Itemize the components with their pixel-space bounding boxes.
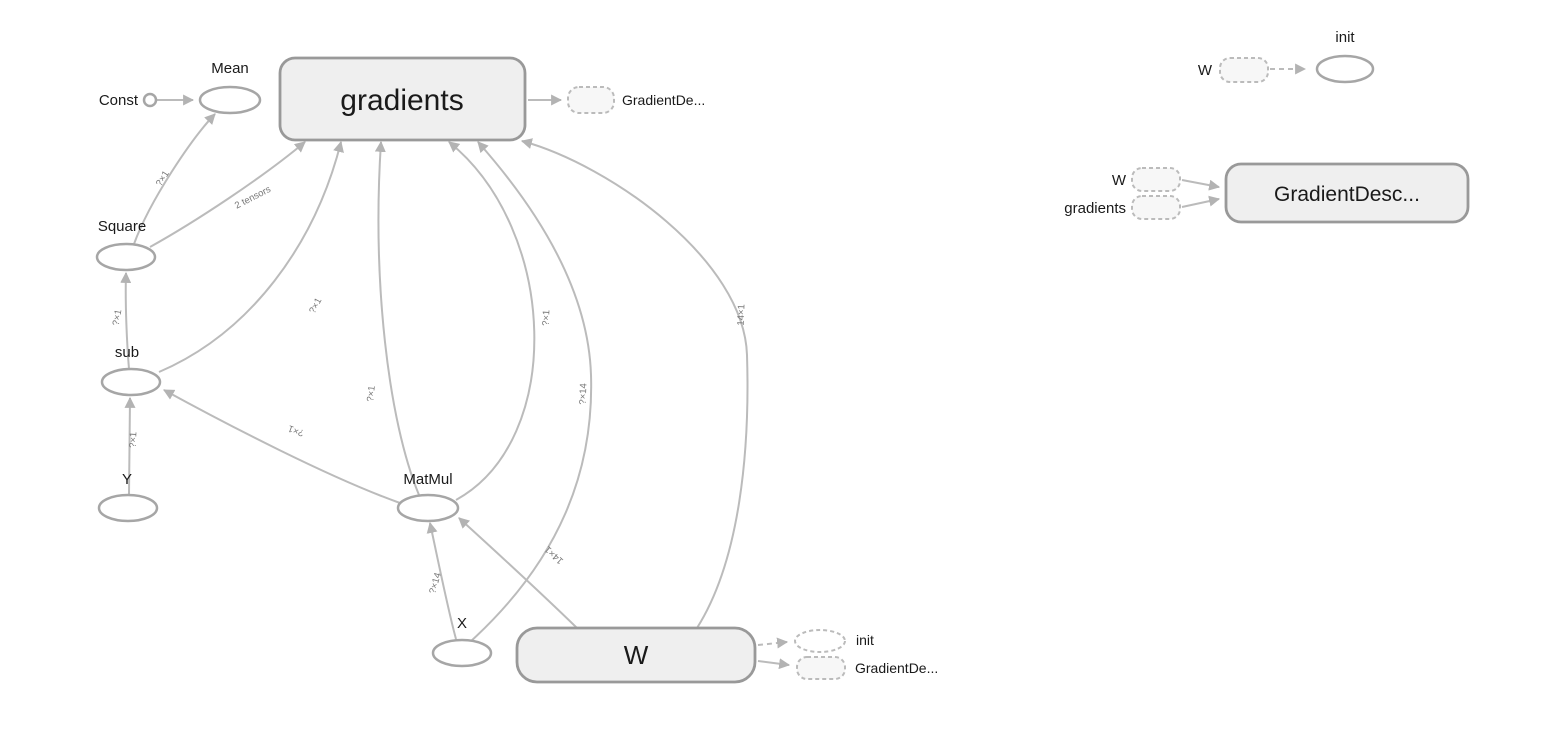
edge-x-to-matmul bbox=[426, 521, 457, 640]
ref-node-gradientdescent-bottom[interactable] bbox=[796, 656, 846, 680]
aux-input-stub-w-top[interactable] bbox=[1219, 57, 1269, 83]
ref-node-gradientdescent-top[interactable] bbox=[567, 86, 615, 114]
edge-w-to-init-ref bbox=[757, 637, 789, 649]
label-x: X bbox=[457, 615, 467, 632]
edge-label-x-matmul: ?×14 bbox=[427, 572, 443, 596]
node-sub[interactable] bbox=[100, 367, 162, 397]
node-const[interactable] bbox=[142, 92, 158, 108]
label-square: Square bbox=[98, 218, 146, 235]
edge-label-sub-gradients: ?×1 bbox=[307, 296, 324, 315]
label-gd-ref-bottom: GradientDe... bbox=[855, 660, 938, 676]
edge-label-matmul-gradients-a: ?×1 bbox=[365, 385, 378, 402]
edge-square-to-mean bbox=[133, 113, 216, 245]
edge-w-to-gd-ref bbox=[757, 658, 791, 670]
edge-sub-to-square bbox=[120, 271, 132, 370]
label-sub: sub bbox=[115, 344, 139, 361]
aux-input-stub-w[interactable] bbox=[1131, 167, 1181, 192]
edge-aux-w-to-gd bbox=[1181, 179, 1221, 191]
edge-label-x-gradients: ?×14 bbox=[578, 383, 590, 405]
edge-label-sub-square: ?×1 bbox=[111, 309, 125, 327]
ref-node-init[interactable] bbox=[794, 629, 846, 653]
node-square[interactable] bbox=[95, 242, 157, 272]
edge-w-to-gradients bbox=[520, 138, 749, 629]
edge-label-matmul-sub: ?×1 bbox=[287, 422, 306, 438]
label-gradients: gradients bbox=[340, 84, 463, 117]
aux-input-stub-gradients[interactable] bbox=[1131, 195, 1181, 220]
node-w[interactable] bbox=[515, 626, 757, 684]
aux-node-init[interactable] bbox=[1315, 54, 1375, 84]
node-matmul[interactable] bbox=[396, 493, 460, 523]
edge-sub-to-gradients bbox=[158, 140, 344, 373]
aux-label-w-top: W bbox=[1198, 62, 1213, 79]
edge-label-square-mean: ?×1 bbox=[154, 169, 172, 189]
edge-matmul-to-gradients-b bbox=[448, 141, 536, 501]
edge-square-to-gradients bbox=[149, 141, 306, 248]
edge-label-y-sub: ?×1 bbox=[128, 432, 140, 449]
edge-matmul-to-gradients-a bbox=[374, 140, 420, 496]
node-y[interactable] bbox=[97, 493, 159, 523]
edge-matmul-to-sub bbox=[163, 389, 401, 504]
node-gradients[interactable] bbox=[278, 56, 527, 142]
label-gd-ref-top: GradientDe... bbox=[622, 92, 705, 108]
aux-label-gradients: gradients bbox=[1064, 200, 1126, 217]
label-matmul: MatMul bbox=[403, 471, 452, 488]
edge-label-w-gradients: 14×1 bbox=[736, 304, 748, 326]
aux-label-w: W bbox=[1112, 172, 1127, 189]
edge-label-w-matmul: 14×1 bbox=[543, 544, 566, 567]
edge-w-to-matmul bbox=[458, 517, 578, 629]
node-x[interactable] bbox=[431, 638, 493, 668]
edge-label-square-gradients: 2 tensors bbox=[233, 184, 273, 212]
label-mean: Mean bbox=[211, 60, 249, 77]
label-init-ref: init bbox=[856, 632, 874, 648]
aux-label-gradientdescent: GradientDesc... bbox=[1274, 183, 1420, 206]
aux-label-init: init bbox=[1335, 29, 1355, 46]
edge-aux-gradients-to-gd bbox=[1181, 195, 1221, 208]
edge-y-to-sub bbox=[124, 396, 136, 495]
label-w: W bbox=[624, 640, 649, 670]
label-y: Y bbox=[122, 471, 132, 488]
label-const: Const bbox=[99, 92, 139, 109]
node-mean[interactable] bbox=[198, 85, 262, 115]
edge-label-matmul-gradients-b: ?×1 bbox=[541, 310, 553, 327]
edge-x-to-gradients bbox=[469, 141, 593, 643]
aux-node-gradientdescent[interactable] bbox=[1224, 162, 1470, 224]
